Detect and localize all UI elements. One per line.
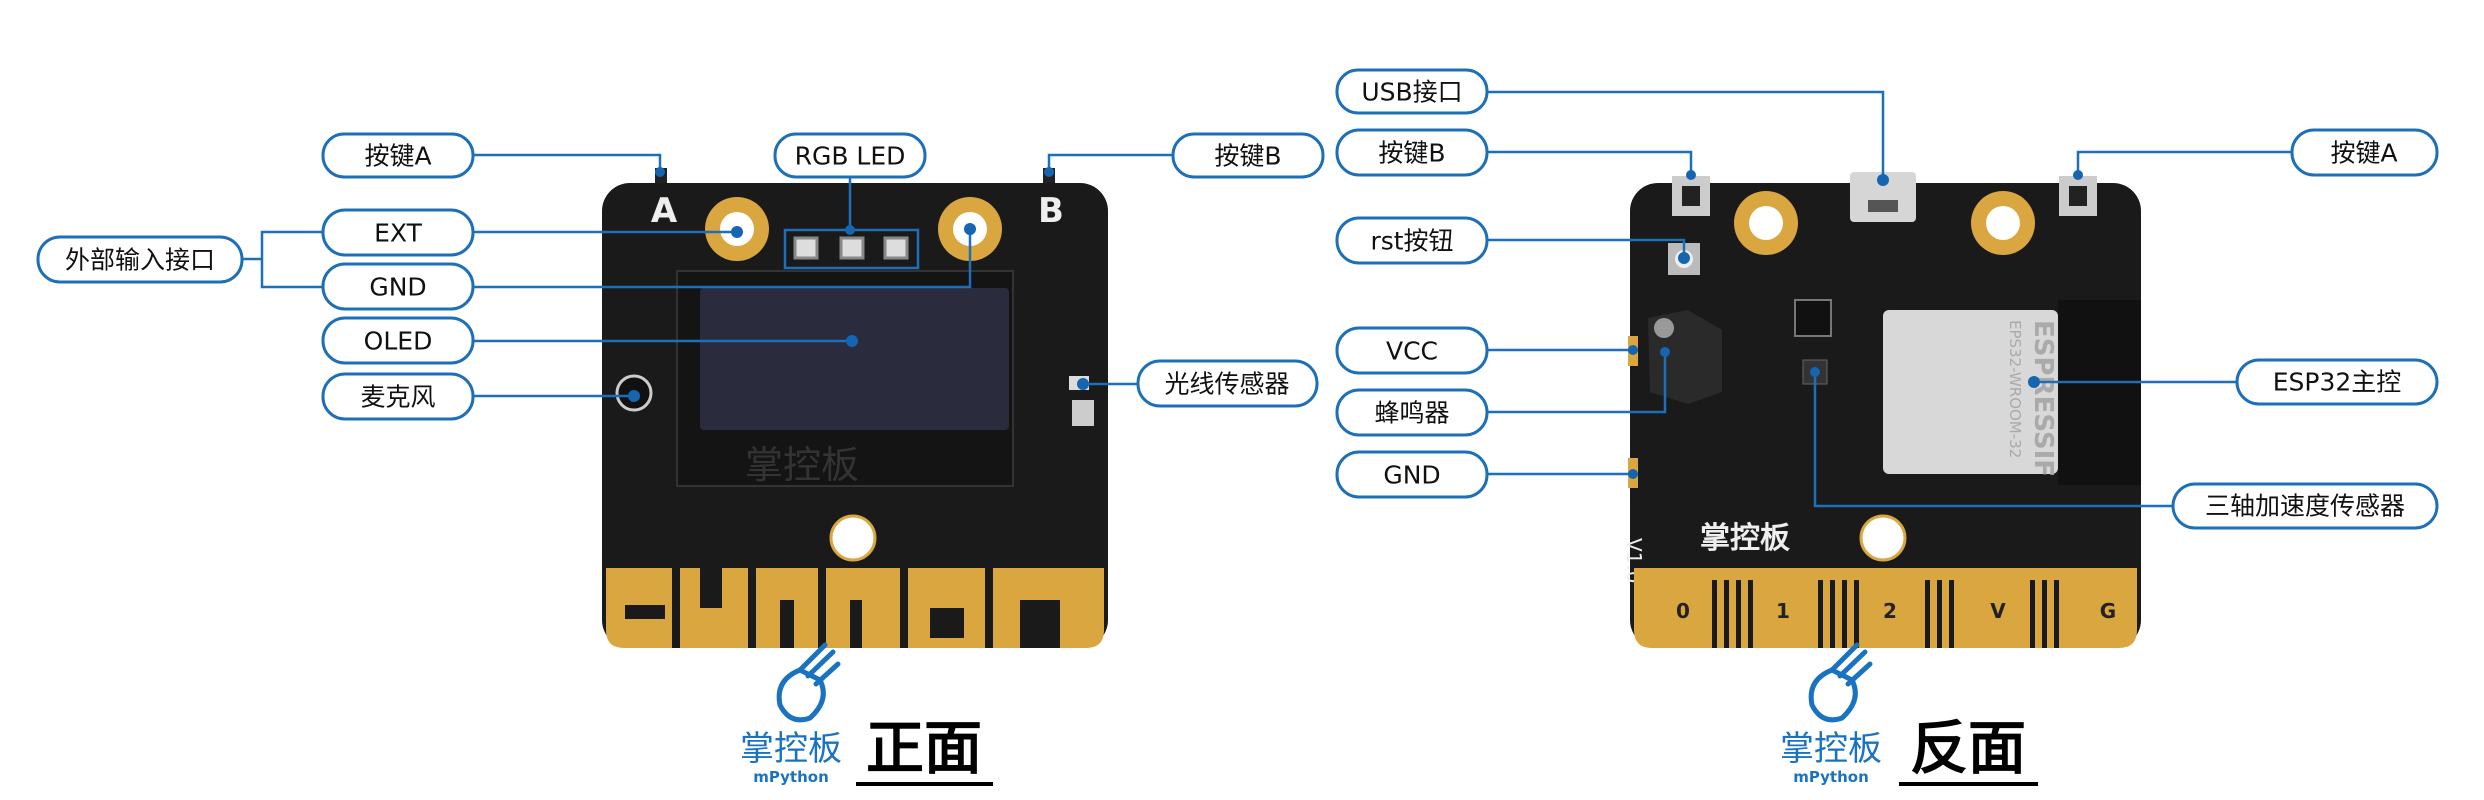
silk-b: B — [1038, 191, 1064, 231]
pin-label-g: G — [2100, 599, 2116, 623]
label-ext-input: 外部输入接口 — [36, 235, 244, 284]
svg-text:光线传感器: 光线传感器 — [1164, 370, 1289, 399]
svg-text:按键B: 按键B — [1214, 142, 1281, 171]
label-ext: EXT — [321, 208, 475, 257]
svg-text:rst按钮: rst按钮 — [1370, 227, 1453, 256]
silk-brand: 掌控板 — [1700, 521, 1790, 556]
label-esp32: ESP32主控 — [2235, 358, 2439, 406]
svg-text:RGB LED: RGB LED — [795, 142, 906, 171]
front-brand-sub: mPython — [753, 768, 829, 786]
label-oled: OLED — [321, 316, 475, 365]
buzzer-plus-mark — [1654, 318, 1674, 338]
label-front-button-a: 按键A — [321, 132, 475, 179]
front-title-underline — [856, 782, 993, 786]
svg-text:VCC: VCC — [1386, 337, 1438, 366]
front-leader-lines — [242, 153, 1173, 402]
label-back-button-b: 按键B — [1335, 128, 1489, 177]
back-board: ESPRESSIF EPS32-WROOM-32 V1.0 掌控板 0 1 2 … — [1622, 172, 2141, 648]
svg-text:USB接口: USB接口 — [1361, 78, 1462, 107]
svg-text:外部输入接口: 外部输入接口 — [65, 246, 215, 275]
label-usb: USB接口 — [1335, 68, 1489, 115]
svg-text:按键A: 按键A — [2330, 139, 2397, 168]
back-title: 反面 — [1910, 714, 2026, 782]
back-title-underline — [1899, 782, 2038, 786]
svg-text:蜂鸣器: 蜂鸣器 — [1374, 399, 1449, 428]
label-front-gnd: GND — [321, 262, 475, 311]
bottom-hole — [829, 514, 877, 562]
svg-text:GND: GND — [369, 273, 426, 302]
oled-display — [700, 288, 1009, 430]
svg-text:GND: GND — [1383, 461, 1440, 490]
usb-port-opening — [1868, 200, 1898, 212]
back-leader-lines — [1487, 90, 2292, 508]
light-sensor-pad — [1072, 400, 1094, 426]
mpython-logo-icon — [1808, 642, 1873, 723]
module-brand: ESPRESSIF — [2028, 320, 2058, 477]
front-title-block: 掌控板 mPython 正面 — [740, 642, 993, 786]
back-hole-right — [1986, 206, 2020, 240]
label-buzzer: 蜂鸣器 — [1335, 388, 1489, 437]
label-back-gnd: GND — [1335, 450, 1489, 499]
svg-text:按键A: 按键A — [364, 142, 431, 171]
pin-label-0: 0 — [1676, 599, 1690, 623]
back-edge-connector — [1634, 568, 2137, 648]
front-board: A B 掌控板 — [602, 168, 1108, 648]
mcu-chip — [1794, 299, 1832, 337]
svg-text:OLED: OLED — [364, 327, 433, 356]
mpython-logo-icon — [776, 642, 841, 723]
esp32-module — [1883, 310, 2058, 474]
back-brand-sub: mPython — [1793, 768, 1869, 786]
module-model: EPS32-WROOM-32 — [2006, 320, 2024, 458]
rgb-led-2 — [839, 236, 865, 260]
silk-a: A — [651, 191, 678, 231]
back-bottom-hole — [1859, 514, 1907, 562]
svg-text:按键B: 按键B — [1378, 139, 1445, 168]
label-light-sensor: 光线传感器 — [1136, 359, 1319, 408]
label-rst: rst按钮 — [1335, 216, 1489, 265]
pin-label-1: 1 — [1776, 599, 1790, 623]
rgb-led-1 — [793, 236, 819, 260]
label-accelerometer: 三轴加速度传感器 — [2171, 482, 2439, 530]
pin-label-v: V — [1990, 599, 2006, 623]
usb-connector — [1850, 172, 1916, 222]
back-hole-left — [1749, 206, 1783, 240]
svg-text:三轴加速度传感器: 三轴加速度传感器 — [2205, 492, 2405, 521]
oled-watermark: 掌控板 — [745, 443, 859, 487]
label-vcc: VCC — [1335, 326, 1489, 375]
antenna-area — [2058, 300, 2141, 485]
svg-text:ESP32主控: ESP32主控 — [2273, 368, 2402, 397]
button-a-cap — [2069, 186, 2087, 206]
front-title: 正面 — [866, 714, 982, 782]
svg-text:EXT: EXT — [374, 219, 422, 248]
label-front-rgb-led: RGB LED — [773, 132, 927, 179]
svg-text:麦克风: 麦克风 — [360, 383, 435, 412]
button-b-cap — [1682, 186, 1700, 206]
front-brand: 掌控板 — [740, 729, 842, 769]
label-microphone: 麦克风 — [321, 372, 475, 421]
label-front-button-b: 按键B — [1171, 132, 1325, 179]
pin-label-2: 2 — [1883, 599, 1897, 623]
label-back-button-a: 按键A — [2290, 128, 2439, 177]
rgb-led-3 — [883, 236, 909, 260]
python-edge-connector — [606, 568, 1104, 648]
back-brand: 掌控板 — [1780, 729, 1882, 769]
back-title-block: 掌控板 mPython 反面 — [1780, 642, 2038, 786]
